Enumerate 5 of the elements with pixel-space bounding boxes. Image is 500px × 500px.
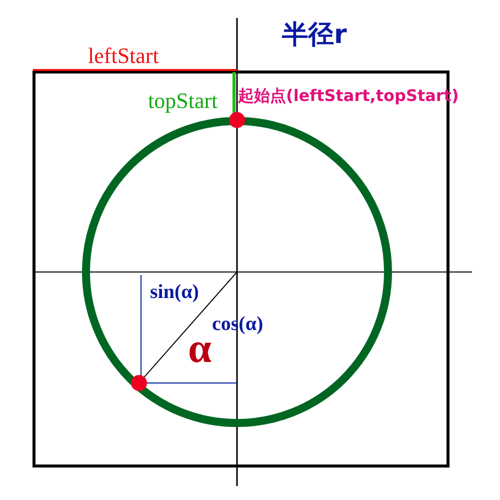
top-start-label: topStart (148, 90, 218, 112)
radius-label: 半径r (282, 22, 347, 48)
left-start-label: leftStart (88, 45, 159, 67)
angle-label: α (188, 328, 212, 370)
sin-label: sin(α) (150, 282, 199, 302)
